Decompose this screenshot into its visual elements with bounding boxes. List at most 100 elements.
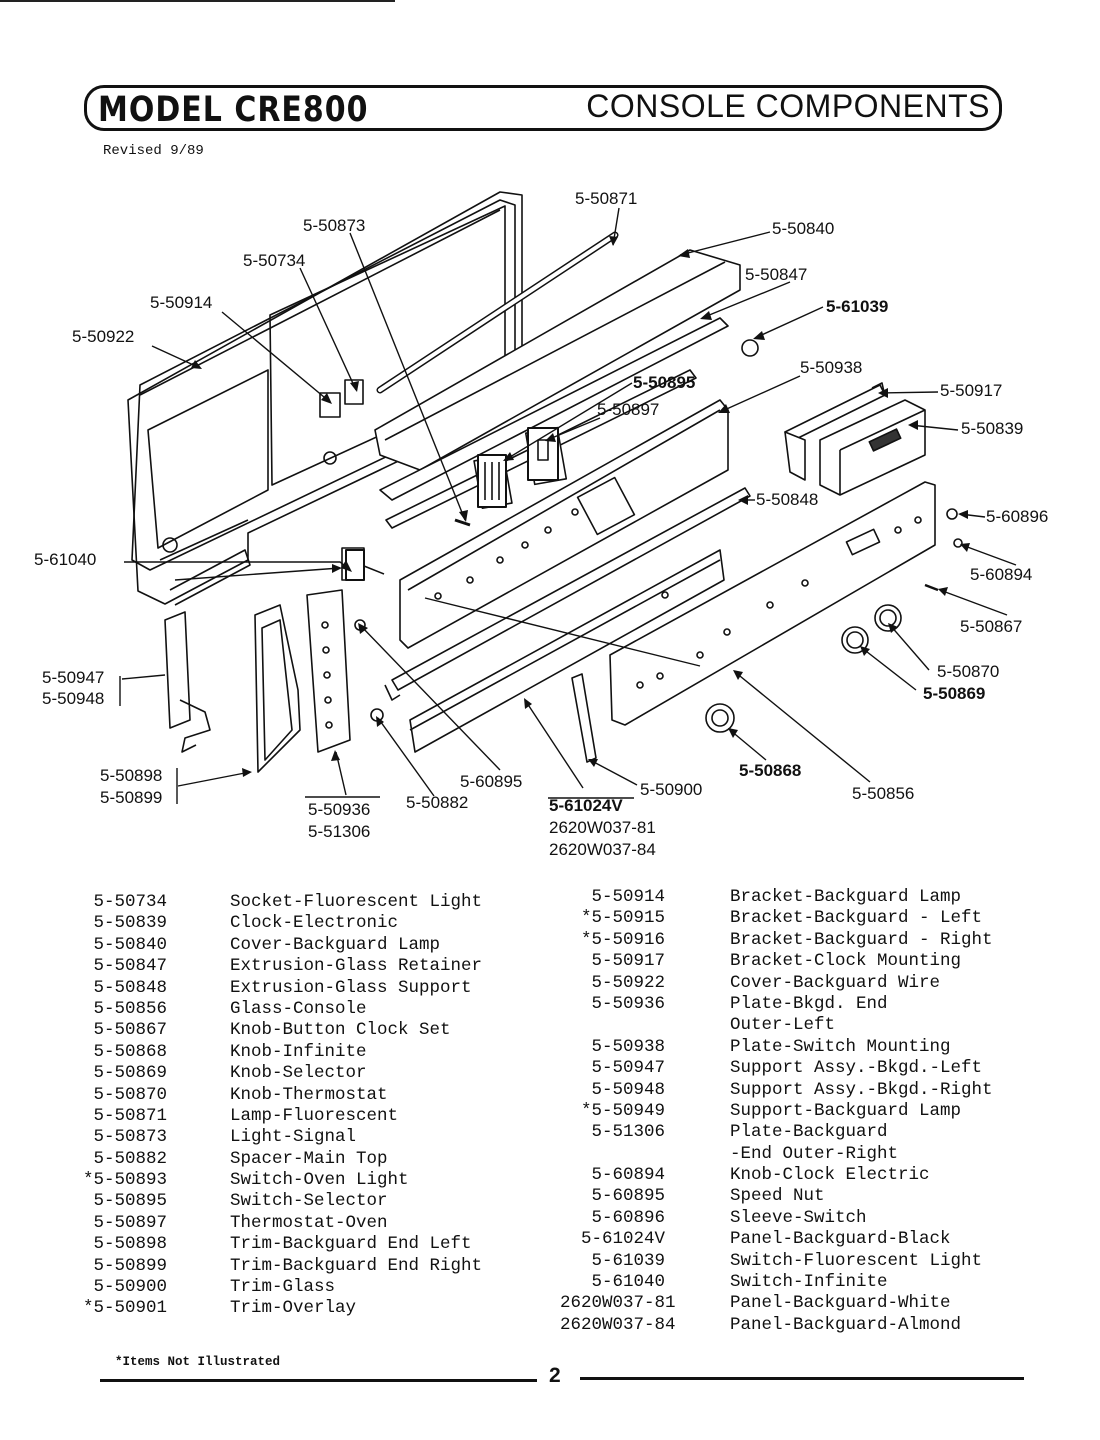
part-number: 5-50840 [93,934,167,955]
callout-5-50947: 5-50947 [42,668,104,687]
revised-date: Revised 9/89 [103,143,204,159]
part-description: Glass-Console [230,998,367,1019]
glass-support-drawing [384,487,751,701]
header-frame [84,85,1002,131]
part-number: 5-50917 [591,951,665,972]
part-description: Panel-Backguard-White [730,1293,951,1314]
part-description: Switch-Fluorescent Light [730,1250,983,1271]
part-number: 5-61024V [580,1229,665,1250]
part-number: 5-50848 [93,977,167,998]
part-number: 5-51306 [591,1122,665,1143]
part-number: 5-50938 [591,1036,665,1057]
part-number: 2620W037-81 [560,1293,676,1314]
callout-5-50848: 5-50848 [756,490,818,509]
part-description: Sleeve-Switch [730,1207,867,1228]
part-description: Switch-Oven Light [230,1170,409,1191]
callout-5-50867: 5-50867 [960,617,1022,636]
callout-5-50847: 5-50847 [745,265,807,284]
part-number: 5-50899 [93,1255,167,1276]
part-number: *5-50893 [82,1170,167,1191]
callout-5-60896: 5-60896 [986,507,1048,526]
part-number: 5-60894 [591,1165,665,1186]
callout-5-60894: 5-60894 [970,565,1032,584]
part-number: 5-60896 [591,1207,665,1228]
part-number: *5-50901 [82,1298,167,1319]
part-number: *5-50916 [580,929,665,950]
list-item: 5-50882 Spacer-Main Top [60,1149,520,1170]
lamp-assembly-drawing [319,231,759,529]
part-description: Trim-Backguard End Right [230,1255,483,1276]
part-description: Support Assy.-Bkgd.-Left [730,1058,983,1079]
part-number: 5-50897 [93,1212,167,1233]
callout-5-50734: 5-50734 [243,251,305,270]
part-number: 2620W037-84 [560,1314,676,1335]
part-number: 5-61039 [591,1250,665,1271]
side-parts-drawing [164,589,597,773]
part-description: Trim-Backguard End Left [230,1234,472,1255]
parts-list-left: 5-50734 Socket-Fluorescent Light 5-50839 C… [60,892,520,1320]
callout-5-51306: 5-51306 [308,822,370,841]
list-item: 5-61039 Switch-Fluorescent Light [560,1251,1040,1272]
part-number: *5-50949 [580,1100,665,1121]
part-number: 5-50856 [93,998,167,1019]
part-description: Knob-Thermostat [230,1084,388,1105]
callout-5-61040: 5-61040 [34,550,96,569]
backguard-panel-drawing [409,549,725,753]
list-item: *5-50901 Trim-Overlay [60,1298,520,1319]
list-item: 5-50899 Trim-Backguard End Right [60,1256,520,1277]
list-item: 5-50900 Trim-Glass [60,1277,520,1298]
part-number: 5-50882 [93,1148,167,1169]
part-number: 5-50869 [93,1063,167,1084]
callout-5-50897: 5-50897 [597,400,659,419]
part-description: Clock-Electronic [230,913,399,934]
part-number: 5-50898 [93,1234,167,1255]
part-number: 5-50895 [93,1191,167,1212]
callout-5-61039: 5-61039 [826,297,888,316]
part-description: Plate-Bkgd. End [730,993,888,1014]
part-callouts: 5-50871 5-50873 5-50840 5-50734 5-50847 … [34,189,1048,859]
part-description: Trim-Glass [230,1277,336,1298]
part-number: *5-50915 [580,908,665,929]
callout-5-50938: 5-50938 [800,358,862,377]
list-item: 5-50917 Bracket-Clock Mounting [560,951,1040,972]
list-item: 5-50947 Support Assy.-Bkgd.-Left [560,1058,1040,1079]
part-number: 5-50868 [93,1041,167,1062]
part-number: 5-50871 [93,1105,167,1126]
part-number: 5-50900 [93,1277,167,1298]
list-item: *5-50893 Switch-Oven Light [60,1170,520,1191]
callout-5-50914: 5-50914 [150,293,212,312]
part-number: 5-50839 [93,913,167,934]
callout-5-50870: 5-50870 [937,662,999,681]
part-description: Trim-Overlay [230,1298,357,1319]
callout-5-50873: 5-50873 [303,216,365,235]
clock-drawing [784,382,926,496]
callout-2620w037-84: 2620W037-84 [549,840,656,859]
footer-rule-left [100,1379,537,1382]
part-description: Switch-Selector [230,1191,388,1212]
list-item: 2620W037-81 Panel-Backguard-White [560,1293,1040,1314]
list-item: 5-50898 Trim-Backguard End Left [60,1234,520,1255]
part-description: Light-Signal [230,1127,357,1148]
part-description: Bracket-Backguard - Right [730,929,993,950]
arrowheads [191,236,970,777]
part-description: Spacer-Main Top [230,1148,388,1169]
callout-5-50895: 5-50895 [633,373,695,392]
part-description: Socket-Fluorescent Light [230,892,483,912]
callout-5-50839: 5-50839 [961,419,1023,438]
part-number: 5-50734 [93,892,167,912]
list-item: 5-50734 Socket-Fluorescent Light [60,892,520,913]
callout-5-50948: 5-50948 [42,689,104,708]
callout-5-50871: 5-50871 [575,189,637,208]
part-description: Bracket-Clock Mounting [730,951,962,972]
part-description: Knob-Button Clock Set [230,1020,451,1041]
part-number: 5-50947 [591,1058,665,1079]
part-number: 5-50922 [591,972,665,993]
